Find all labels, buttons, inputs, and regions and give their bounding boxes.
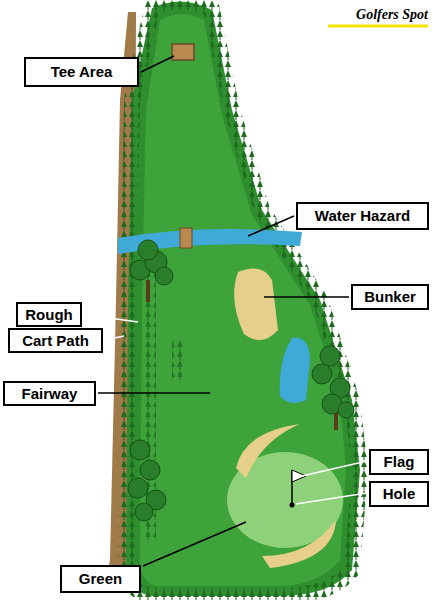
label-box: Hole xyxy=(369,481,429,507)
label-box: Tee Area xyxy=(24,57,139,87)
label-box: Cart Path xyxy=(8,328,103,353)
label-text: Cart Path xyxy=(22,332,89,349)
label-text: Fairway xyxy=(22,385,78,402)
rough-trees xyxy=(126,1,360,596)
watermark-underline xyxy=(328,25,428,28)
label-text: Flag xyxy=(384,453,415,470)
hole xyxy=(290,503,295,508)
green-bunker xyxy=(236,424,300,478)
label-box: Bunker xyxy=(351,284,429,310)
bridge xyxy=(180,228,192,248)
leader-lines xyxy=(81,56,367,566)
label-text: Tee Area xyxy=(51,63,113,80)
label-text: Green xyxy=(79,570,122,587)
bunker xyxy=(234,268,278,340)
watermark: Golfers Spot xyxy=(356,7,428,23)
rough xyxy=(126,1,360,596)
label-box: Green xyxy=(60,565,141,593)
label-box: Rough xyxy=(16,302,82,327)
label-box: Fairway xyxy=(3,381,96,406)
tee-box xyxy=(172,44,194,60)
fairway xyxy=(140,14,346,586)
label-text: Water Hazard xyxy=(315,207,410,224)
green-bunker xyxy=(262,520,336,568)
label-text: Hole xyxy=(383,485,416,502)
label-text: Bunker xyxy=(364,288,416,305)
pond xyxy=(280,338,310,403)
trees xyxy=(128,240,354,521)
label-box: Flag xyxy=(369,449,429,475)
label-box: Water Hazard xyxy=(296,202,429,230)
label-text: Rough xyxy=(25,306,72,323)
